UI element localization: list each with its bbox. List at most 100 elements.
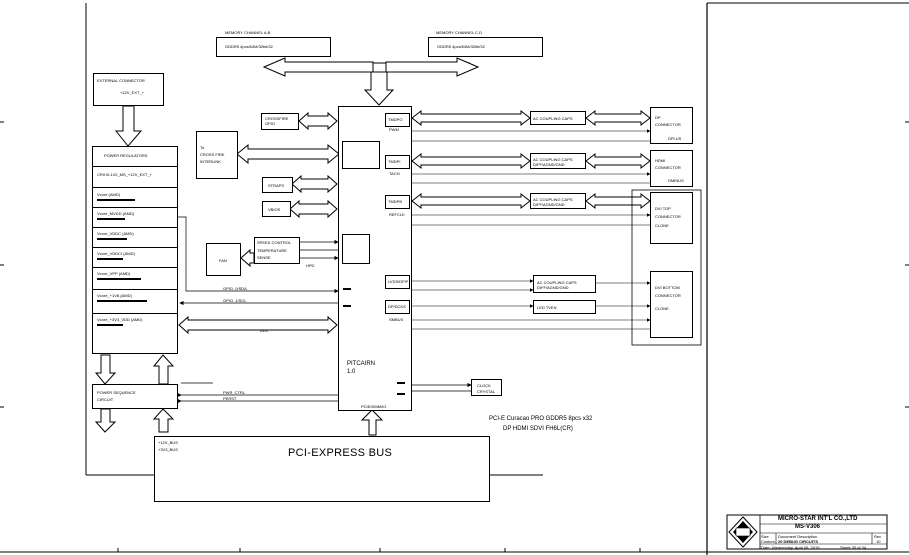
ac-caps-1: AC COUPLING CAPS (530, 111, 586, 125)
power-sequence-title: POWER SEQUENCE (97, 390, 136, 395)
gpu-port-box-3: TMDPB (385, 195, 410, 209)
mem-cd-box: GDDR5 4pcs/64M/32bit/32 (428, 37, 543, 57)
straps-arrow (291, 174, 338, 194)
ac-caps-label: AC COUPLING CAPS DIFF/AGND/GND (533, 197, 573, 207)
vbios-box: VBIOS (262, 201, 291, 217)
port-arrow-3 (411, 192, 531, 210)
gpu-port-box-5: DP/DCKS (385, 300, 410, 314)
power-sequence-sub: CIRCUIT (97, 397, 114, 402)
signal-label: DMINUS (668, 178, 684, 183)
dvi-bottom-line2: CONNECTOR (655, 293, 681, 298)
mem-ab-title: MEMORY CHANNEL A,B (225, 30, 271, 35)
crossfire-box: To CROSS FIRE INTERLINK (196, 131, 238, 179)
ac-caps-2: AC COUPLING CAPS DIFF/AGND/GND (530, 153, 586, 169)
mem-down-arrow (363, 71, 395, 106)
mem-ab-arrow (262, 57, 374, 77)
vbios-label: VBIOS (268, 207, 281, 212)
mem-cd-arrow (385, 57, 480, 77)
crossfire-arrow (236, 143, 340, 165)
fan-box: FAN (206, 243, 241, 276)
description: 20 DEBUG CIRCUITS (778, 539, 819, 544)
power-regulators-box: POWER REGULATORS CRXXL1V2_MS_+12V_EXT_+ … (92, 146, 178, 354)
signal-label: GPIO_0/SDA (223, 286, 247, 291)
led-tven-label: LED TVEN (537, 305, 557, 310)
pci-express-bus-box: +12V_BUS +3V3_BUS PCI-EXPRESS BUS (154, 436, 490, 502)
ext-connector-sub: +12V_EXT_+ (120, 90, 145, 95)
signal-label: TACH (389, 171, 400, 176)
fan-ctrl-line3: SENSE (257, 255, 271, 260)
crossfire-line2: CROSS FIRE (200, 152, 225, 157)
power-reg-row: Vcore_+1V8 (AMD) (97, 293, 132, 298)
date-value: Wednesday, April 08, 2015 (772, 545, 820, 550)
gpu-pci-arrow (360, 409, 384, 436)
gpu-port-box-2: TMDPI (385, 155, 410, 169)
pwr-up-arrow-4 (152, 408, 175, 433)
hdmi-connector-line2: CONNECTOR (655, 165, 681, 170)
crossfire-line1: To (200, 145, 205, 150)
dvi-top-line2: CONNECTOR (655, 214, 681, 219)
gpu-port-box-1: TMDPO (385, 113, 410, 127)
gpu-pitcairn-box: TMDPO TMDPI TMDPB LVDS/DP/F DP/DCKS PITC… (338, 106, 412, 411)
rev-label: Rev (874, 534, 882, 539)
dp-connector-line2: CONNECTOR (655, 122, 681, 127)
power-regulators-title: POWER REGULATORS (104, 153, 148, 158)
crossfire-line3: INTERLINK (200, 159, 221, 164)
ac-caps-label: AC COUPLING CAPS DIFF/AGND/GND (537, 280, 577, 290)
gpu-name: PITCAIRN (347, 361, 376, 367)
crossfire-gpio-label: CROSSFIRE GPIO (265, 116, 289, 126)
dvi-bottom-connector-box: DVI BOTTOM CONNECTOR CLONE (650, 271, 693, 338)
fan-label: FAN (219, 258, 227, 263)
dvi-top-line3: CLONE (655, 223, 669, 228)
pci-bus-label: PCI-EXPRESS BUS (288, 447, 393, 459)
signal-label: DPLUS (668, 136, 682, 141)
mem-cd-part: GDDR5 4pcs/64M/32bit/32 (437, 44, 485, 49)
ext-connector-box: EXTERNAL CONNECTOR +12V_EXT_+ (93, 73, 164, 106)
gpu-port-label: TMDPO (388, 117, 403, 122)
mem-ab-part: GDDR5 4pcs/64M/32bit/32 (225, 44, 273, 49)
led-tven-box: LED TVEN (533, 300, 596, 314)
dp-connector-line1: DP (655, 115, 661, 120)
conn-arrow-1 (585, 109, 651, 127)
straps-box: STRAPS (262, 177, 293, 193)
power-reg-row: Vcore_VDDCI (AMD) (97, 251, 135, 256)
model-number: MS-V306 (795, 524, 821, 530)
gpu-port-label: TMDPB (388, 199, 402, 204)
power-reg-row: Vcore_MVDD (AMD) (97, 211, 135, 216)
vbios-arrow (289, 199, 338, 219)
hdmi-connector-box: HDMI CONNECTOR (650, 150, 693, 187)
signal-label: PWR_CTRL (223, 390, 246, 395)
rev-value: 10 (876, 539, 881, 544)
dvi-top-connector-box: DVI TOP CONNECTOR CLONE (650, 192, 693, 244)
power-reg-row: Vcore_VPP (AMD) (97, 271, 131, 276)
signal-label: DDC (260, 328, 269, 333)
note-line1: PCI-E Curacao PRO GDDR5 8pcs x32 (489, 416, 593, 422)
dp-connector-box: DP CONNECTOR (650, 107, 693, 144)
conn-arrow-3 (585, 192, 651, 210)
pwr-up-arrow-2 (152, 354, 175, 385)
gpu-sub: 1.0 (347, 369, 356, 375)
clock-line1: CLOCK (477, 383, 491, 388)
mem-cd-title: MEMORY CHANNEL C,D (436, 30, 482, 35)
ext-connector-title: EXTERNAL CONNECTOR (97, 78, 145, 83)
pci-sig2: +3V3_BUS (158, 447, 178, 452)
date-label: Date: (761, 545, 771, 550)
signal-label: HPD (306, 263, 315, 268)
crossfire-gpio-box: CROSSFIRE GPIO (261, 113, 299, 130)
title-block-grid (726, 514, 888, 550)
gpu-port-label: DP/DCKS (388, 304, 406, 309)
gpu-port-label: TMDPI (388, 159, 401, 164)
company-name: MICRO-STAR INT'L CO.,LTD (778, 516, 858, 522)
straps-label: STRAPS (268, 183, 285, 188)
signal-label: REFCLK (389, 212, 405, 217)
gpu-sub-block-1 (342, 141, 380, 169)
gpu-port-label: LVDS/DP/F (388, 279, 409, 284)
ac-caps-4: AC COUPLING CAPS DIFF/AGND/GND (533, 275, 596, 293)
signal-label: PERST (223, 396, 237, 401)
fan-ctrl-line1: SPEED CONTROL (257, 240, 292, 245)
port-arrow-2 (411, 152, 531, 170)
clock-crystal-box: CLOCK CRYSTAL (471, 379, 502, 396)
dvi-bottom-line1: DVI BOTTOM (655, 285, 680, 290)
pci-sig1: +12V_BUS (158, 440, 178, 445)
gpu-port-box-4: LVDS/DP/F (385, 275, 410, 289)
port-arrow-1 (411, 109, 531, 127)
